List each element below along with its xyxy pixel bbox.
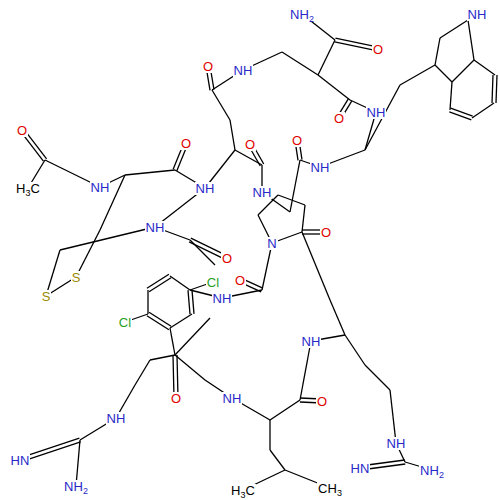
atom-label: S (71, 271, 82, 284)
atom-label: O (202, 60, 214, 73)
atom-label: NH (233, 64, 254, 77)
atom-label: O (291, 134, 303, 147)
bond-line (450, 82, 452, 110)
bond-line (365, 365, 390, 390)
bond-line (262, 243, 272, 290)
atom-label: S (41, 290, 52, 303)
bond-line (345, 335, 365, 365)
bond-line (435, 65, 452, 82)
atom-label: O (180, 137, 192, 150)
bond-line (449, 112, 471, 120)
atom-label: NH (366, 106, 387, 119)
bond-line (330, 300, 345, 335)
atom-label: Cl (206, 276, 220, 289)
atom-label: NH (106, 412, 127, 425)
bond-line (278, 195, 305, 205)
atom-label: NH (222, 392, 243, 405)
bond-line (125, 170, 175, 175)
atom-label: N (266, 237, 277, 250)
atom-label: CH3 (317, 482, 343, 495)
bond-line (492, 75, 493, 103)
atom-label: O (244, 138, 256, 151)
atom-label: NH (301, 335, 322, 348)
atom-label: NH (90, 181, 111, 194)
atom-label: NH (386, 437, 407, 450)
bond-line (150, 355, 175, 360)
atom-label: H3C (15, 182, 41, 195)
bond-line (496, 75, 497, 103)
bond-line (472, 103, 494, 118)
bond-line (230, 120, 235, 150)
bond-line (365, 85, 400, 150)
bond-line (175, 318, 210, 355)
bond-line (468, 20, 474, 60)
bond-line (149, 278, 171, 292)
atom-label: NH2 (63, 480, 89, 493)
bond-line (302, 232, 330, 300)
atom-label: O (320, 226, 332, 239)
atom-label: NH (212, 292, 233, 305)
bond-line (269, 420, 270, 450)
bond-line (474, 60, 495, 75)
bond-line (192, 290, 194, 314)
atom-label: NH (467, 8, 488, 21)
atom-label: HN (10, 454, 31, 467)
atom-label: HN (350, 462, 371, 475)
bond-line (170, 328, 175, 355)
atom-label: O (234, 274, 246, 287)
atom-label: Cl (118, 316, 132, 329)
bond-line (318, 75, 350, 100)
bond-line (188, 290, 190, 314)
atom-label: O (333, 112, 345, 125)
atom-label: NH (145, 221, 166, 234)
bond-line (452, 60, 474, 82)
bond-line (390, 390, 396, 443)
bond-line (270, 450, 285, 470)
atom-label: O (372, 43, 384, 56)
bond-line (451, 108, 473, 116)
bond-line (302, 205, 305, 232)
bond-line (400, 65, 435, 85)
bond-line (60, 227, 155, 250)
bond-line (318, 40, 335, 75)
atom-label: NH (252, 186, 273, 199)
atom-label: O (316, 395, 328, 408)
atom-label: O (221, 252, 233, 265)
bond-line (190, 240, 215, 265)
bond-line (290, 160, 300, 212)
bond-line (282, 52, 318, 75)
bond-line (149, 312, 171, 326)
atom-label: O (170, 392, 182, 405)
bond-line (170, 314, 192, 328)
atom-label: O (16, 124, 28, 137)
bond-line (135, 360, 150, 385)
atom-label: H3C (230, 484, 256, 497)
atom-label: NH (310, 161, 331, 174)
bond-line (300, 341, 311, 400)
bond-line (170, 276, 190, 290)
atom-label: NH2 (419, 464, 445, 477)
bond-line (440, 20, 468, 38)
bond-line (147, 290, 148, 314)
atom-label: NH (195, 182, 216, 195)
bond-line (435, 38, 440, 65)
atom-label: NH2 (289, 8, 315, 21)
bond-line (270, 400, 300, 420)
bond-line (212, 90, 230, 120)
bond-line (175, 355, 205, 380)
